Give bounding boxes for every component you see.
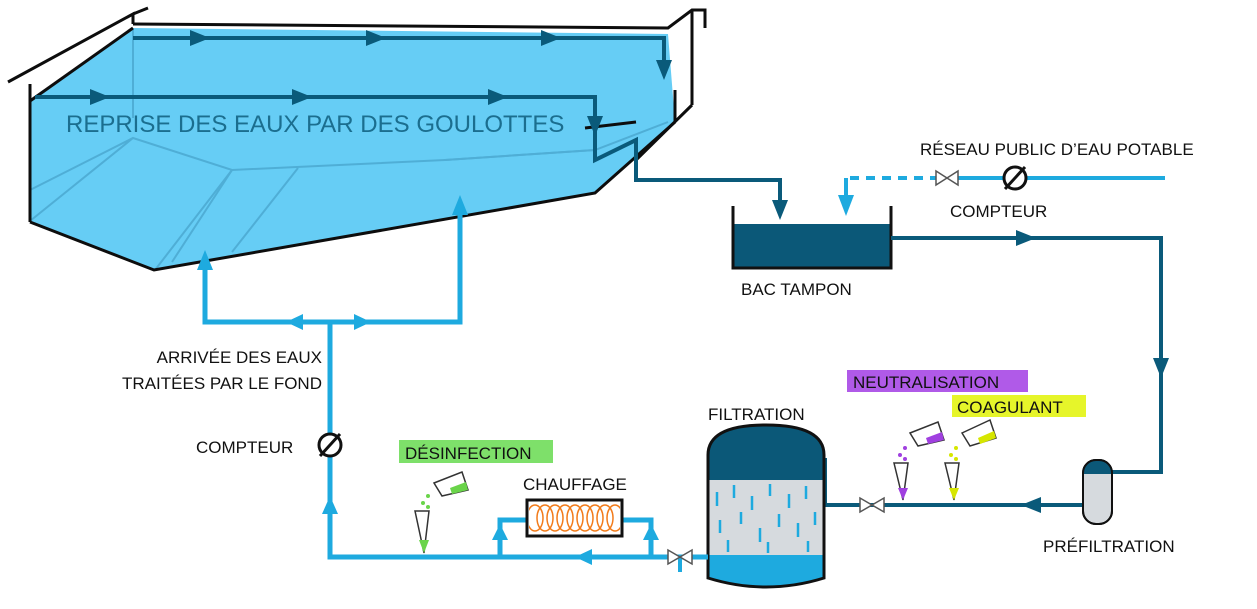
filtration-tank: FILTRATION: [706, 405, 826, 589]
arrow-icon: [366, 30, 386, 46]
arrow-icon: [643, 524, 659, 540]
coagulant-label: COAGULANT: [957, 398, 1063, 417]
reseau-label: RÉSEAU PUBLIC D’EAU POTABLE: [920, 140, 1194, 159]
desinfection-badge: [399, 440, 553, 463]
reprise-label: REPRISE DES EAUX PAR DES GOULOTTES: [66, 111, 564, 138]
valve-icon: [667, 548, 693, 566]
arrow-icon: [286, 314, 303, 330]
arrow-icon: [587, 116, 603, 136]
neutralisation-label: NEUTRALISATION: [853, 373, 999, 392]
arrow-icon: [488, 89, 508, 105]
prefilter: PRÉFILTRATION: [1043, 459, 1175, 556]
buffer-tank-water: [733, 224, 891, 267]
arrow-icon: [190, 30, 210, 46]
meter-icon: [317, 432, 343, 458]
bac-tampon-label: BAC TAMPON: [741, 280, 852, 299]
arrow-icon: [575, 549, 592, 565]
desinfection-label: DÉSINFECTION: [405, 444, 532, 463]
valve-icon: [935, 169, 959, 187]
arrow-icon: [1021, 497, 1041, 513]
beaker-icon: [893, 421, 945, 501]
arrow-icon: [452, 195, 468, 215]
arrivee-line1-label: ARRIVÉE DES EAUX: [157, 348, 322, 367]
meter-icon: [1002, 165, 1028, 191]
swimming-pool: REPRISE DES EAUX PAR DES GOULOTTES: [7, 6, 788, 272]
arrow-icon: [838, 195, 854, 216]
filtration-label: FILTRATION: [708, 405, 805, 424]
arrow-icon: [1016, 230, 1036, 246]
arrow-icon: [354, 314, 371, 330]
arrow-icon: [322, 496, 338, 514]
gutter-return-pipes: [35, 36, 782, 208]
arrow-icon: [197, 250, 213, 270]
arrow-icon: [492, 524, 508, 540]
coagulant-badge: [952, 395, 1086, 417]
compteur-top-label: COMPTEUR: [950, 202, 1047, 221]
arrow-icon: [1153, 358, 1169, 378]
prefiltration-label: PRÉFILTRATION: [1043, 537, 1175, 556]
beaker-icon: [944, 418, 997, 501]
compteur-left-label: COMPTEUR: [196, 438, 293, 457]
pool-floor-lines: [29, 30, 669, 271]
chemical-injection-top: NEUTRALISATION COAGULANT: [847, 370, 1086, 501]
gutter-arrows: [90, 30, 788, 220]
beaker-icon: [414, 471, 469, 554]
treated-water-arrows: [197, 195, 659, 565]
filter-media: [715, 484, 817, 553]
chauffage-label: CHAUFFAGE: [523, 475, 627, 494]
neutralisation-badge: [847, 370, 1028, 392]
arrow-icon: [656, 60, 672, 80]
pool-water: [30, 28, 675, 270]
arrow-icon: [541, 30, 561, 46]
heater: CHAUFFAGE: [523, 475, 627, 538]
arrivee-line2-label: TRAITÉES PAR LE FOND: [122, 374, 322, 393]
arrow-icon: [90, 89, 110, 105]
public-water-network: RÉSEAU PUBLIC D’EAU POTABLE COMPTEUR: [838, 140, 1194, 221]
arrow-icon: [292, 89, 312, 105]
arrow-icon: [772, 200, 788, 220]
buffer-tank: BAC TAMPON: [731, 206, 893, 299]
disinfection-injection: DÉSINFECTION: [399, 440, 553, 554]
valve-icon: [859, 496, 885, 514]
